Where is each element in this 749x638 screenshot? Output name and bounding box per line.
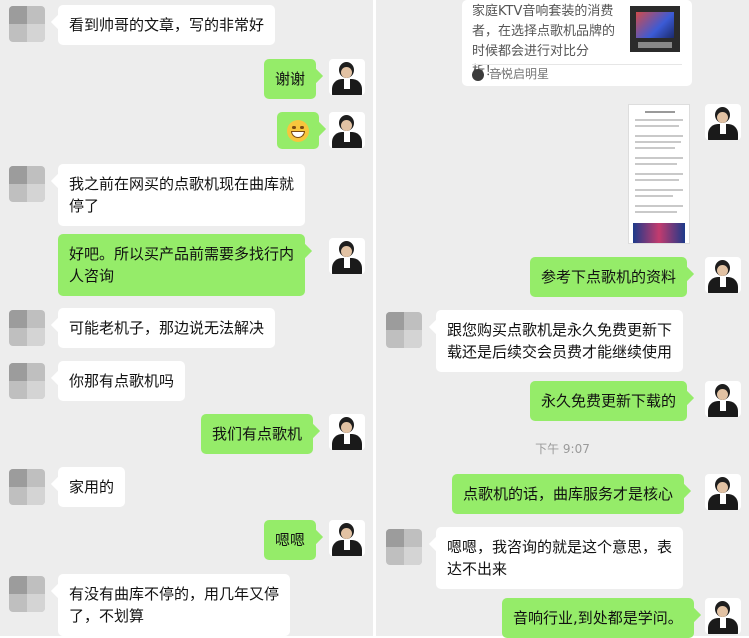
message-bubble-incoming[interactable]: 有没有曲库不停的，用几年又停 了，不划算 (58, 574, 291, 636)
contact-avatar[interactable] (9, 576, 45, 612)
message-text-line: 嗯嗯，我咨询的就是这个意思，表 (447, 538, 673, 556)
message-bubble-incoming[interactable]: 你那有点歌机吗 (58, 361, 186, 401)
message-text-line: 跟您购买点歌机是永久免费更新下 (447, 321, 673, 339)
message-text: 看到帅哥的文章，写的非常好 (69, 16, 265, 34)
shared-article-card[interactable]: 家庭KTV音响套装的消费者，在选择点歌机品牌的时候都会进行对比分析！... 音悦… (462, 0, 692, 86)
self-avatar[interactable] (329, 520, 365, 556)
self-avatar[interactable] (329, 112, 365, 148)
message-timestamp: 下午 9:07 (535, 442, 590, 456)
self-avatar[interactable] (705, 598, 741, 634)
message-bubble-outgoing[interactable]: 嗯嗯 (264, 520, 317, 560)
message-text: 家用的 (69, 478, 115, 496)
message-bubble-outgoing[interactable]: 音响行业,到处都是学问。 (502, 598, 694, 638)
message-bubble-outgoing[interactable] (277, 112, 319, 149)
message-bubble-incoming[interactable]: 看到帅哥的文章，写的非常好 (58, 5, 276, 45)
image-message-thumbnail[interactable] (628, 104, 690, 244)
article-source: 音悦启明星 (489, 67, 550, 81)
message-text: 参考下点歌机的资料 (541, 268, 677, 286)
message-text-line: 人咨询 (69, 267, 115, 285)
message-text-line: 了，不划算 (69, 607, 145, 625)
message-text: 嗯嗯 (275, 531, 306, 549)
article-description: 家庭KTV音响套装的消费者，在选择点歌机品牌的时候都会进行对比分析！... (472, 4, 616, 79)
message-bubble-incoming[interactable]: 可能老机子，那边说无法解决 (58, 308, 276, 348)
message-bubble-outgoing[interactable]: 点歌机的话，曲库服务才是核心 (452, 474, 685, 514)
contact-avatar[interactable] (9, 363, 45, 399)
message-text: 永久免费更新下载的 (541, 392, 677, 410)
message-text: 点歌机的话，曲库服务才是核心 (463, 485, 674, 503)
message-bubble-incoming[interactable]: 嗯嗯，我咨询的就是这个意思，表 达不出来 (436, 527, 684, 589)
message-bubble-outgoing[interactable]: 参考下点歌机的资料 (530, 257, 688, 297)
contact-avatar[interactable] (9, 310, 45, 346)
message-text-line: 好吧。所以买产品前需要多找行内 (69, 245, 295, 263)
message-text: 可能老机子，那边说无法解决 (69, 319, 265, 337)
contact-avatar[interactable] (386, 312, 422, 348)
contact-avatar[interactable] (9, 166, 45, 202)
card-divider (472, 64, 682, 65)
message-text-line: 停了 (69, 197, 100, 215)
contact-avatar[interactable] (9, 6, 45, 42)
message-bubble-outgoing[interactable]: 我们有点歌机 (201, 414, 314, 454)
message-text: 音响行业,到处都是学问。 (513, 609, 683, 627)
contact-avatar[interactable] (9, 469, 45, 505)
message-bubble-outgoing[interactable]: 好吧。所以买产品前需要多找行内 人咨询 (58, 234, 306, 296)
self-avatar[interactable] (705, 474, 741, 510)
self-avatar[interactable] (329, 59, 365, 95)
message-text-line: 达不出来 (447, 560, 508, 578)
message-bubble-outgoing[interactable]: 谢谢 (264, 59, 317, 99)
message-bubble-incoming[interactable]: 我之前在网买的点歌机现在曲库就 停了 (58, 164, 306, 226)
self-avatar[interactable] (705, 104, 741, 140)
message-bubble-incoming[interactable]: 家用的 (58, 467, 126, 507)
self-avatar[interactable] (329, 414, 365, 450)
grin-emoji-icon (287, 119, 309, 142)
self-avatar[interactable] (705, 257, 741, 293)
message-text: 你那有点歌机吗 (69, 372, 175, 390)
article-thumbnail (630, 6, 680, 52)
source-account-icon (472, 69, 484, 81)
message-text-line: 有没有曲库不停的，用几年又停 (69, 585, 280, 603)
message-text-line: 我之前在网买的点歌机现在曲库就 (69, 175, 295, 193)
contact-avatar[interactable] (386, 529, 422, 565)
message-bubble-incoming[interactable]: 跟您购买点歌机是永久免费更新下 载还是后续交会员费才能继续使用 (436, 310, 684, 372)
self-avatar[interactable] (705, 381, 741, 417)
chat-panel-left: 看到帅哥的文章，写的非常好 谢谢 我之前在网买的点歌机现在曲库就 停了 好吧。所… (0, 0, 373, 636)
self-avatar[interactable] (329, 238, 365, 274)
message-bubble-outgoing[interactable]: 永久免费更新下载的 (530, 381, 688, 421)
message-text: 谢谢 (275, 70, 306, 88)
message-text-line: 载还是后续交会员费才能继续使用 (447, 343, 673, 361)
message-text: 我们有点歌机 (212, 425, 303, 443)
